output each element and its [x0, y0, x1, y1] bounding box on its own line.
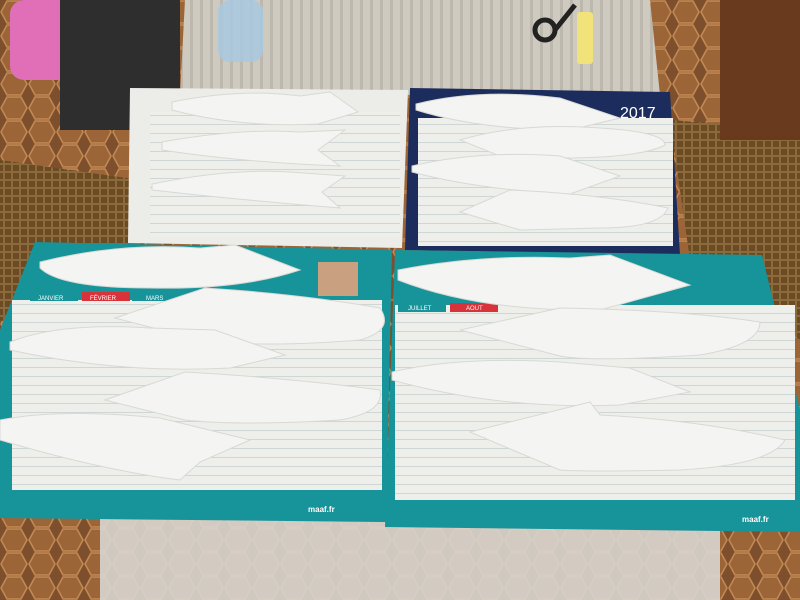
month-label: JUILLET: [408, 306, 432, 312]
paper-fish: [391, 359, 692, 407]
paper-fish: [397, 254, 692, 311]
paper-fish: [39, 244, 302, 289]
month-header: [398, 303, 446, 312]
water-bottle: [218, 0, 263, 62]
year-label: 2017: [620, 105, 656, 122]
wooden-cabinet: [720, 0, 800, 140]
paper-fish: [0, 412, 252, 481]
month-label: MARS: [146, 296, 163, 302]
paper-fish: [458, 189, 669, 231]
month-label: AOUT: [466, 306, 483, 312]
paper-fish: [103, 371, 381, 424]
brand-label: maaf.fr: [742, 515, 769, 524]
paper-fish: [161, 129, 347, 167]
paper-fish: [411, 153, 622, 195]
month-header: [450, 303, 498, 312]
paper-fish: [171, 91, 360, 126]
month-label: JANVIER: [38, 296, 64, 302]
month-header: [82, 292, 130, 301]
scissors: [532, 3, 577, 43]
person-photo: [318, 262, 358, 296]
glue-stick: [577, 12, 593, 64]
brand-label: maaf.fr: [308, 505, 335, 514]
paper-fish: [468, 401, 786, 472]
paper-fish: [151, 170, 347, 209]
paper-fish: [458, 126, 666, 159]
month-header: [30, 292, 78, 301]
paper-fish: [459, 307, 761, 360]
month-label: FÉVRIER: [90, 295, 117, 302]
month-header: [132, 292, 180, 301]
paper-fish: [415, 93, 622, 131]
paper-fish: [9, 326, 287, 370]
paper-fish-group: [0, 91, 786, 481]
